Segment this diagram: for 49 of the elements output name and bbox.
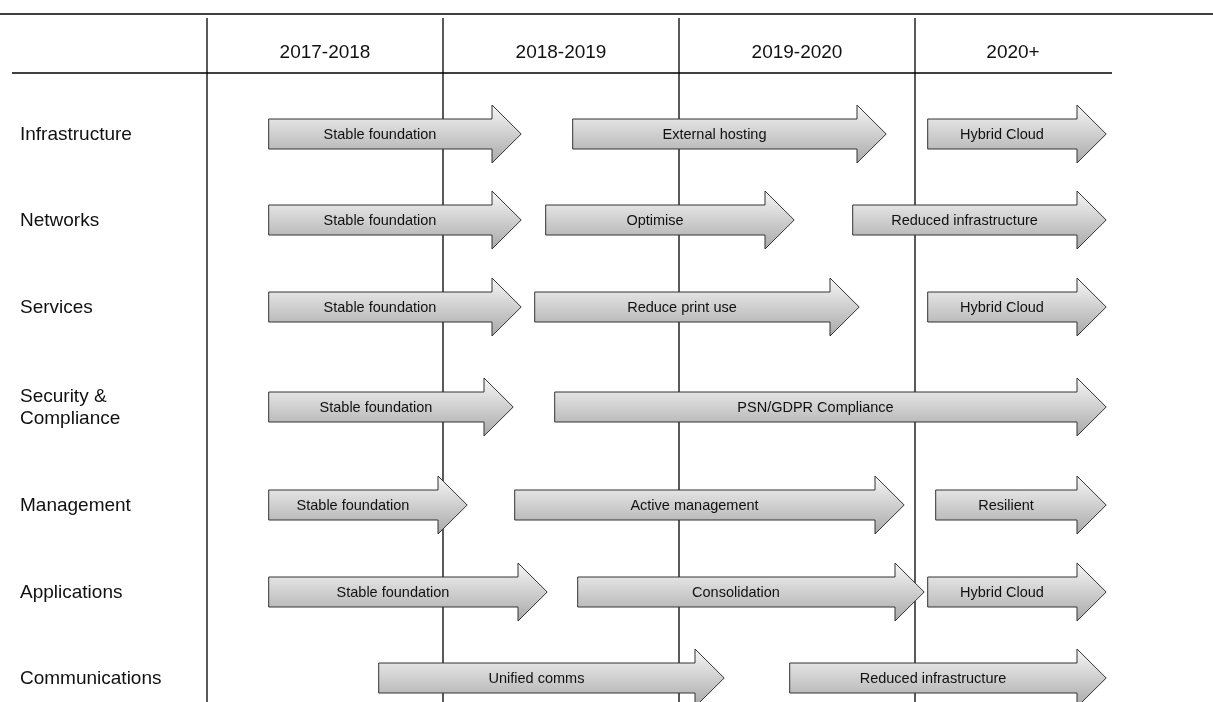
arrow-label: Reduced infrastructure (858, 669, 1008, 687)
phase-bar (268, 377, 514, 437)
row-header: Services (20, 296, 94, 318)
arrow-label: Hybrid Cloud (959, 298, 1045, 316)
arrow-label: PSN/GDPR Compliance (736, 398, 895, 416)
column-header: 2018-2019 (514, 41, 608, 63)
row-header: Networks (20, 209, 101, 231)
phase-bar (554, 377, 1107, 437)
row-header: Management (20, 494, 132, 516)
column-header: 2017-2018 (278, 41, 372, 63)
phase-bar (514, 475, 905, 535)
phase-bar (927, 562, 1107, 622)
arrow-label: Hybrid Cloud (959, 583, 1045, 601)
column-header: 2019-2020 (750, 41, 844, 63)
phase-bar (268, 104, 522, 164)
arrow-label: External hosting (661, 125, 768, 143)
arrow-label: Active management (629, 496, 760, 514)
arrow-label: Consolidation (691, 583, 781, 601)
arrow-label: Unified comms (487, 669, 586, 687)
arrow-label: Reduce print use (626, 298, 738, 316)
phase-bar (545, 190, 795, 250)
phase-bar (852, 190, 1107, 250)
arrow-label: Optimise (625, 211, 685, 229)
phase-bar (268, 277, 522, 337)
phase-bar (935, 475, 1107, 535)
arrow-label: Stable foundation (322, 298, 438, 316)
arrow-label: Stable foundation (322, 211, 438, 229)
arrow-label: Stable foundation (335, 583, 451, 601)
phase-bar (378, 648, 725, 702)
column-header: 2020+ (985, 41, 1041, 63)
arrow-label: Reduced infrastructure (890, 211, 1039, 229)
arrow-label: Stable foundation (322, 125, 438, 143)
phase-bar (572, 104, 887, 164)
phase-bar (268, 190, 522, 250)
row-header: Communications (20, 667, 163, 689)
phase-bar (577, 562, 925, 622)
phase-bar (268, 475, 468, 535)
row-header: Applications (20, 581, 124, 603)
phase-bar (927, 277, 1107, 337)
phase-bar (927, 104, 1107, 164)
row-header: Infrastructure (20, 123, 133, 145)
arrow-label: Hybrid Cloud (959, 125, 1045, 143)
phase-bar (534, 277, 860, 337)
arrow-label: Stable foundation (295, 496, 411, 514)
arrow-label: Stable foundation (318, 398, 434, 416)
arrow-label: Resilient (977, 496, 1035, 514)
row-header: Security & Compliance (20, 385, 122, 429)
phase-bar (268, 562, 548, 622)
phase-bar (789, 648, 1107, 702)
